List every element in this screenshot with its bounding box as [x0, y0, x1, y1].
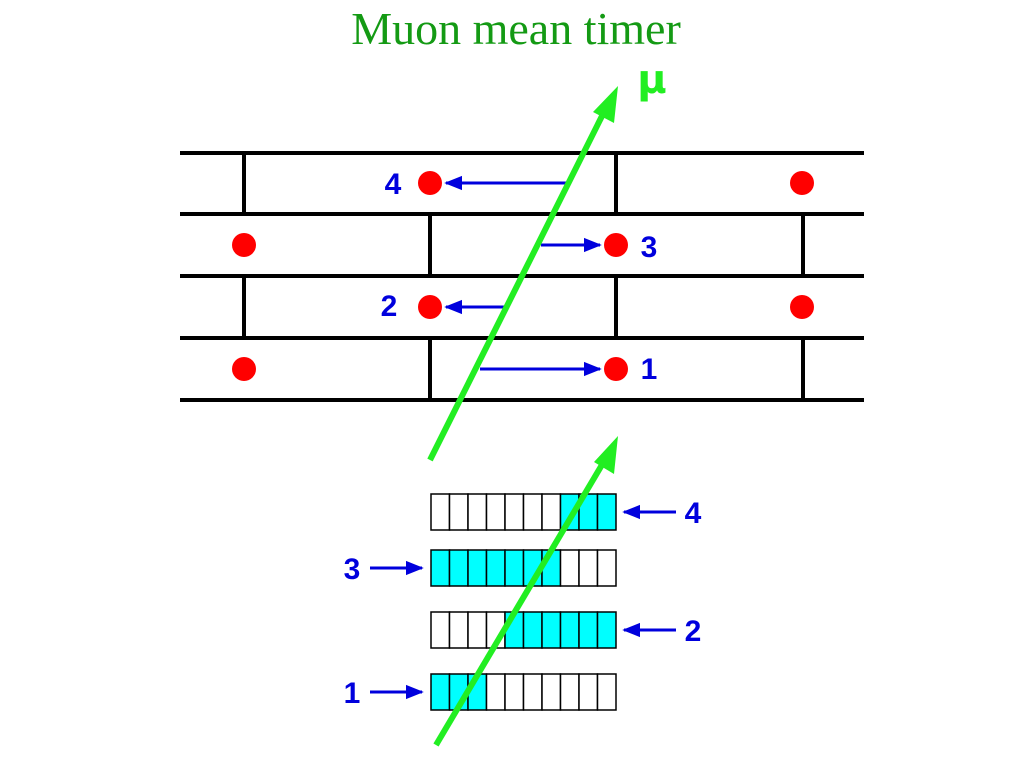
tdc-registers	[430, 493, 617, 711]
tdc-bin-empty	[485, 673, 506, 711]
tdc-bin-empty	[559, 549, 580, 587]
sense-wire	[232, 357, 256, 381]
tdc-bin-empty	[596, 549, 617, 587]
sense-wire	[418, 171, 442, 195]
tdc-bin-empty	[522, 493, 543, 531]
muon-track-lower	[433, 436, 618, 747]
register-label: 4	[685, 497, 702, 530]
hit-label: 4	[385, 168, 402, 201]
register-label: 1	[344, 677, 361, 710]
register-label: 3	[344, 553, 361, 586]
muon-track-arrowhead	[594, 436, 618, 474]
tdc-register	[430, 611, 617, 649]
register-arrows	[370, 504, 676, 700]
tdc-register	[430, 549, 617, 587]
tdc-bin-filled	[522, 611, 543, 649]
tdc-bin-empty	[541, 673, 562, 711]
tdc-bin-empty	[559, 673, 580, 711]
sense-wire	[604, 233, 628, 257]
tdc-bin-empty	[485, 493, 506, 531]
tdc-bin-filled	[430, 549, 451, 587]
tdc-bin-empty	[448, 493, 469, 531]
tdc-bin-empty	[541, 493, 562, 531]
tdc-bin-filled	[578, 611, 599, 649]
hit-label: 2	[381, 290, 398, 323]
tdc-bin-empty	[596, 673, 617, 711]
tdc-bin-filled	[430, 673, 451, 711]
register-label: 2	[685, 615, 702, 648]
muon-track-upper	[427, 86, 618, 462]
tdc-bin-empty	[467, 611, 488, 649]
tdc-bin-empty	[467, 493, 488, 531]
muon-track-line	[427, 106, 609, 462]
tdc-bin-empty	[504, 493, 525, 531]
tdc-bin-filled	[596, 611, 617, 649]
muon-symbol: μ	[637, 57, 666, 103]
sense-wire	[418, 295, 442, 319]
tdc-bin-filled	[485, 549, 506, 587]
tdc-bin-empty	[578, 673, 599, 711]
muon-track-arrowhead	[593, 86, 618, 123]
tdc-register	[430, 493, 617, 531]
tdc-bin-filled	[559, 611, 580, 649]
tdc-bin-empty	[578, 549, 599, 587]
tdc-register	[430, 673, 617, 711]
tdc-bin-filled	[596, 493, 617, 531]
tdc-bin-filled	[467, 549, 488, 587]
tdc-bin-empty	[448, 611, 469, 649]
tdc-bin-empty	[430, 611, 451, 649]
hit-label: 1	[641, 353, 658, 386]
diagram-title: Muon mean timer	[351, 3, 681, 54]
hit-label: 3	[641, 231, 658, 264]
tdc-bin-filled	[541, 611, 562, 649]
drift-arrows	[444, 175, 602, 377]
tdc-bin-filled	[448, 549, 469, 587]
tdc-bin-empty	[504, 673, 525, 711]
sense-wires	[232, 171, 814, 381]
sense-wire	[604, 357, 628, 381]
muon-track-line	[433, 456, 609, 747]
tdc-bin-filled	[504, 549, 525, 587]
sense-wire	[790, 295, 814, 319]
sense-wire	[790, 171, 814, 195]
tdc-bin-empty	[430, 493, 451, 531]
tdc-bin-empty	[522, 673, 543, 711]
sense-wire	[232, 233, 256, 257]
